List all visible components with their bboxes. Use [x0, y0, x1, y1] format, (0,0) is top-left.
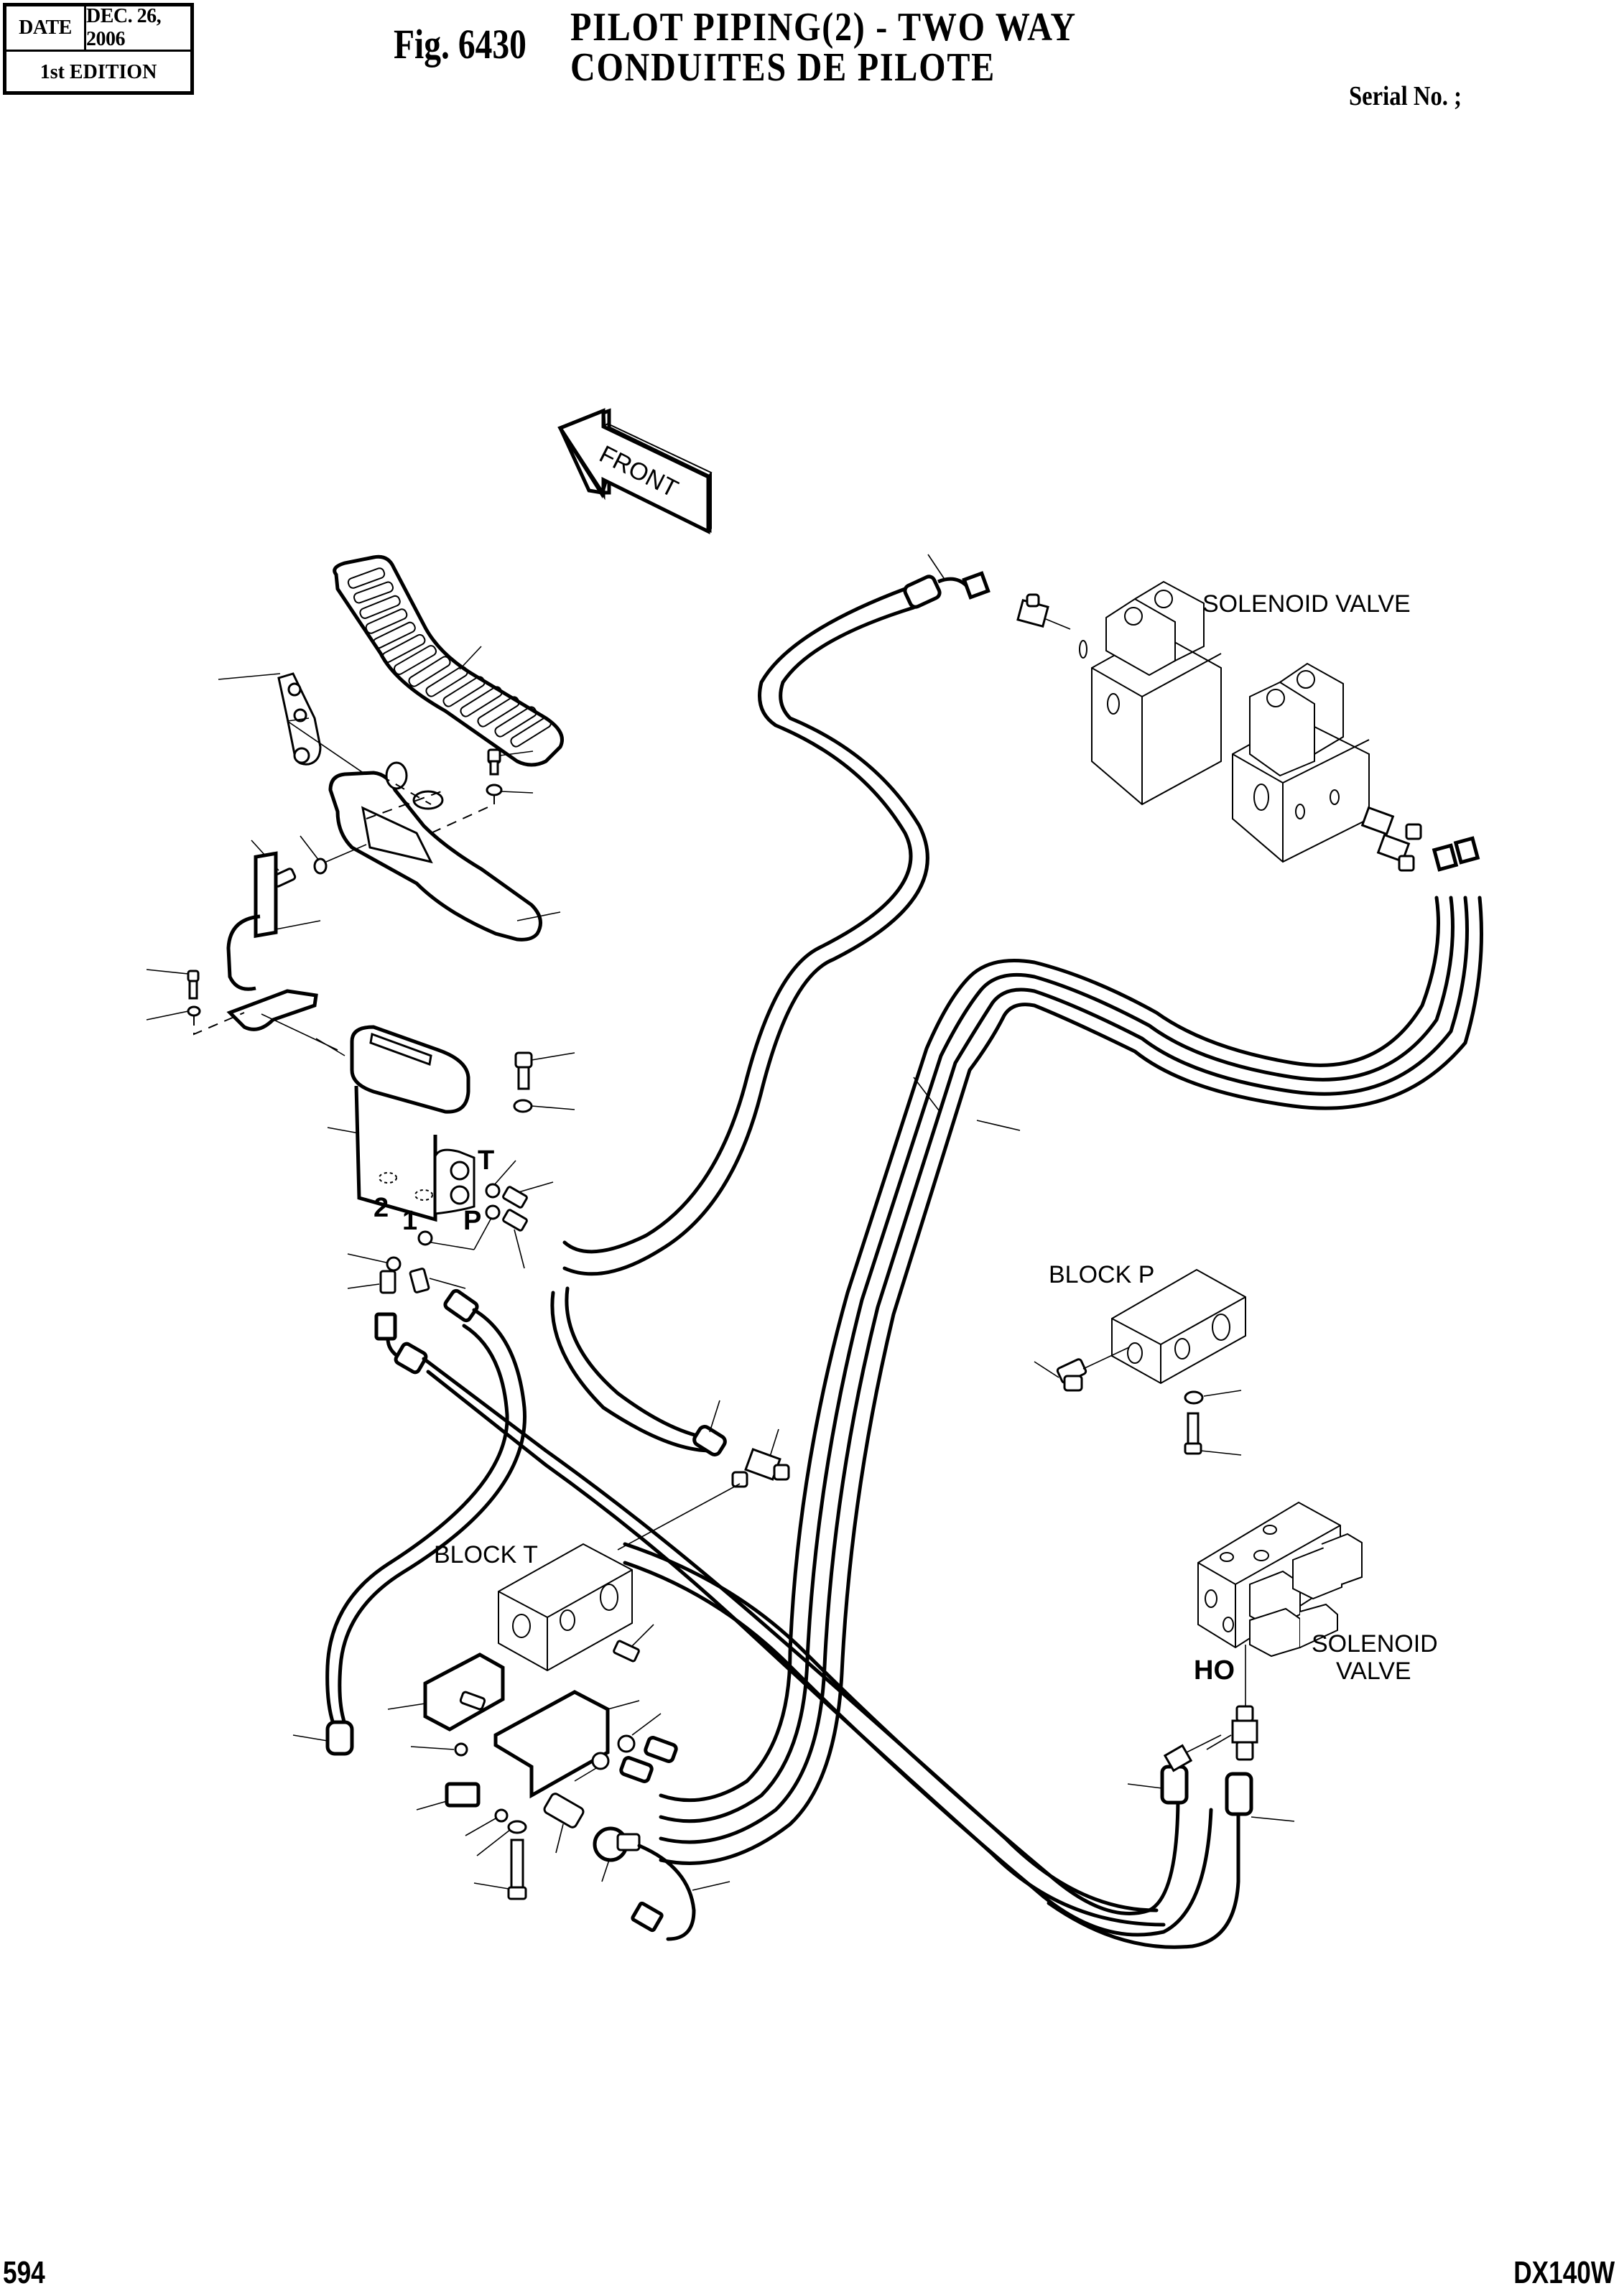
washer-icon: [430, 784, 534, 834]
washer-icon: [476, 1820, 527, 1856]
pedal-lever-icon: [328, 761, 561, 942]
mounting-bracket-icon: [493, 1690, 640, 1799]
date-label: DATE: [6, 6, 86, 50]
elbow-fitting-icon: [416, 1782, 481, 1811]
pedal-valve-icon: T P 1 2: [315, 1025, 494, 1236]
port-ho-label: HO: [1194, 1655, 1235, 1686]
washer-icon: [300, 835, 367, 875]
block-p-label: BLOCK P: [1049, 1261, 1154, 1288]
figure-number: Fig. 6430: [394, 21, 526, 68]
pedal-link-icon: [218, 672, 410, 805]
tee-fitting-icon: [1016, 593, 1071, 630]
block-t-label: BLOCK T: [434, 1541, 538, 1568]
serial-number-label: Serial No. ;: [1349, 81, 1462, 111]
nut-icon: [574, 1713, 678, 1783]
hose-bundle-icon: [659, 896, 1483, 1865]
tee-fitting-icon: [617, 1428, 790, 1551]
bolt-icon: [514, 1051, 575, 1090]
title-french: CONDUITES DE PILOTE: [570, 45, 996, 90]
solenoid-valve-bottom-label-2: VALVE: [1336, 1658, 1411, 1685]
solenoid-valve-pair-upper-icon: SOLENOID VALVE: [1079, 580, 1411, 806]
edition-info-box: DATE DEC. 26, 2006 1st EDITION: [3, 3, 194, 95]
bolt-icon: [146, 969, 200, 1000]
port-p-label: P: [463, 1206, 481, 1236]
adapter-fitting-icon: [543, 1793, 585, 1854]
block-t-icon: BLOCK T: [434, 1541, 633, 1672]
washer-icon: [513, 1099, 575, 1113]
block-p-icon: BLOCK P: [1049, 1261, 1246, 1385]
hose-icon: [550, 1286, 727, 1456]
bolt-icon: [1184, 1412, 1242, 1456]
elbow-fitting-icon: [1034, 1347, 1130, 1392]
date-value: DEC. 26, 2006: [86, 5, 162, 50]
solenoid-valve-top-label: SOLENOID VALVE: [1202, 590, 1411, 618]
port-2-label: 2: [374, 1193, 389, 1223]
port-t-label: T: [478, 1145, 494, 1176]
front-direction-arrow: FRONT: [557, 408, 713, 535]
tee-block-icon: [387, 1653, 505, 1732]
bolt-icon: [487, 748, 534, 776]
o-ring-icon: [347, 1160, 516, 1272]
page-number: 594: [3, 2255, 45, 2290]
bolt-icon: [473, 1839, 527, 1900]
tee-fitting-icon: [1360, 806, 1480, 872]
elbow-fitting-icon: [613, 1624, 654, 1663]
pressure-switch-icon: [593, 1826, 730, 1941]
elbow-fitting-icon: [347, 1268, 466, 1294]
edition-label: 1st EDITION: [40, 61, 157, 83]
o-ring-icon: [410, 1742, 509, 1836]
model-name: DX140W: [1513, 2255, 1615, 2290]
washer-icon: [146, 1005, 245, 1036]
tee-fitting-icon: [1206, 1705, 1258, 1761]
title-english: PILOT PIPING(2) - TWO WAY: [570, 5, 1077, 50]
solenoid-valve-bottom-label-1: SOLENOID: [1312, 1630, 1438, 1658]
hose-icon: [623, 1542, 1295, 1949]
pedal-pad-icon: [333, 554, 564, 767]
elbow-fitting-icon: [502, 1181, 554, 1269]
solenoid-valve-bank-icon: SOLENOID VALVE HO: [1194, 1501, 1438, 1708]
washer-icon: [1184, 1390, 1242, 1405]
port-1-label: 1: [402, 1206, 417, 1236]
solenoid-valve-pair-lower-icon: [1232, 662, 1370, 863]
hose-icon: [562, 554, 991, 1276]
hose-icon: [292, 1288, 527, 1756]
